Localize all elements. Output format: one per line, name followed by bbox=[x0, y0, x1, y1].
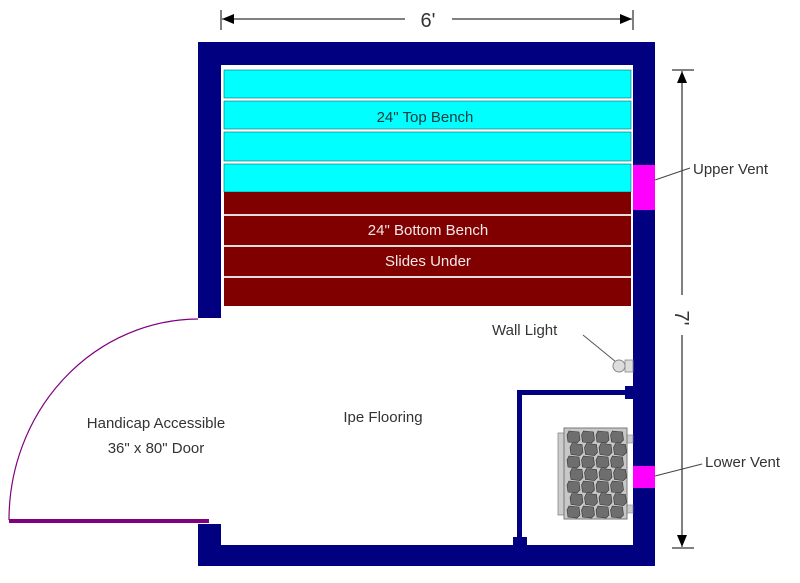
door-swing-arc bbox=[8, 318, 199, 521]
door-label-line2: 36" x 80" Door bbox=[108, 440, 205, 457]
heater-stone bbox=[581, 455, 595, 469]
heater-stone bbox=[598, 468, 613, 481]
heater-stone bbox=[610, 430, 624, 444]
flooring-label: Ipe Flooring bbox=[343, 409, 422, 426]
door: Handicap Accessible 36" x 80" Door bbox=[8, 318, 225, 523]
heater-stone bbox=[584, 443, 598, 456]
heater-stone bbox=[581, 505, 595, 519]
heater-stone bbox=[569, 468, 584, 481]
top-bench-label: 24" Top Bench bbox=[377, 109, 474, 126]
heater-stone bbox=[610, 480, 624, 494]
heater-stone bbox=[613, 443, 627, 456]
door-leaf bbox=[9, 519, 209, 523]
bottom-bench-note: Slides Under bbox=[385, 253, 471, 270]
width-dimension: 6' bbox=[220, 10, 634, 32]
door-label-line1: Handicap Accessible bbox=[87, 415, 225, 432]
bottom-bench-label: 24" Bottom Bench bbox=[368, 222, 488, 239]
lower-vent-label: Lower Vent bbox=[705, 454, 781, 471]
heater-stone bbox=[569, 493, 584, 506]
width-label: 6' bbox=[421, 10, 436, 32]
heater-stone bbox=[566, 480, 581, 494]
heater-stone bbox=[595, 480, 610, 494]
bottom-bench: 24" Bottom Bench Slides Under bbox=[224, 192, 631, 306]
heater-stone bbox=[610, 505, 624, 519]
arrow-left-icon bbox=[222, 14, 234, 24]
wall-light-label: Wall Light bbox=[492, 322, 558, 339]
upper-vent-label: Upper Vent bbox=[693, 161, 769, 178]
heater-stone bbox=[598, 493, 613, 506]
arrow-up-icon bbox=[677, 71, 687, 83]
heater-stone bbox=[584, 493, 598, 506]
heater-stone bbox=[595, 455, 610, 469]
heater-stone bbox=[581, 480, 595, 494]
light-bulb-icon bbox=[612, 359, 626, 373]
lower-vent bbox=[633, 466, 655, 488]
heater-stone bbox=[569, 443, 584, 456]
arrow-right-icon bbox=[620, 14, 632, 24]
depth-dimension: 7' bbox=[670, 69, 694, 549]
heater-stone bbox=[595, 430, 610, 444]
heater-stone bbox=[613, 493, 627, 506]
arrow-down-icon bbox=[677, 535, 687, 547]
upper-vent bbox=[633, 165, 655, 210]
sauna-heater bbox=[557, 427, 634, 520]
heater-stone bbox=[598, 443, 613, 456]
heater-stone bbox=[566, 455, 581, 469]
heater-stone bbox=[566, 505, 581, 519]
heater-stone bbox=[610, 455, 624, 469]
heater-stone bbox=[595, 505, 610, 519]
wall-light: Wall Light bbox=[492, 322, 634, 373]
heater-stone bbox=[581, 430, 595, 444]
heater-guard bbox=[513, 386, 634, 546]
heater-stone bbox=[613, 468, 627, 481]
heater-stone bbox=[584, 468, 598, 481]
depth-label: 7' bbox=[670, 311, 692, 326]
top-bench: 24" Top Bench bbox=[223, 69, 632, 193]
heater-stone bbox=[566, 430, 581, 444]
